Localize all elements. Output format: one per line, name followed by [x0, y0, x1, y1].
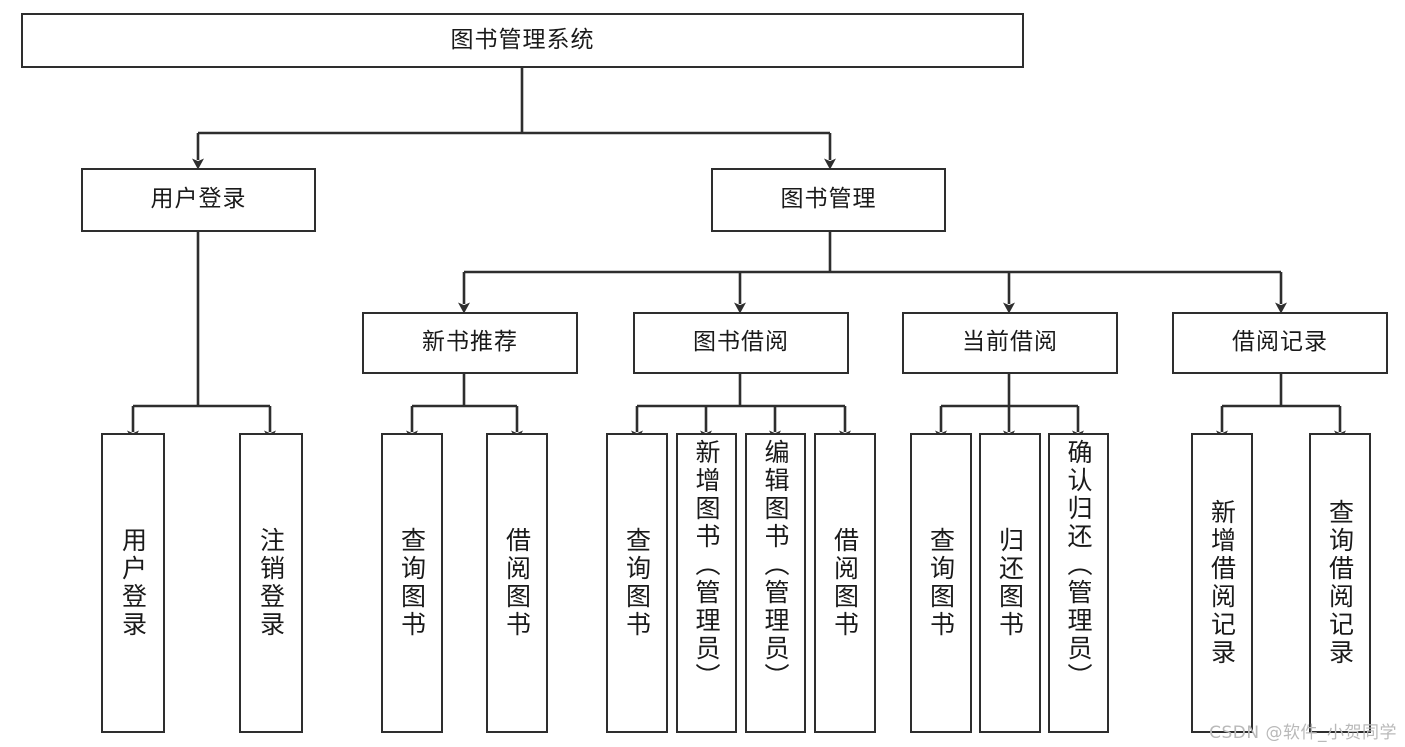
node-label: 新增借阅记录 [1207, 499, 1237, 667]
node-leaf-logout[interactable]: 注销登录 [239, 433, 303, 733]
node-book-management[interactable]: 图书管理 [711, 168, 946, 232]
node-label: 确认归还（管理员） [1064, 439, 1093, 691]
node-current-borrow[interactable]: 当前借阅 [902, 312, 1118, 374]
node-label: 新增图书（管理员） [692, 439, 721, 691]
node-label: 注销登录 [256, 527, 286, 639]
node-leaf-edit-book[interactable]: 编辑图书（管理员） [745, 433, 806, 733]
csdn-watermark: CSDN @软件_小贺同学 [1209, 723, 1397, 743]
node-label: 图书借阅 [693, 329, 789, 356]
node-leaf-query-book-3[interactable]: 查询图书 [910, 433, 972, 733]
node-leaf-add-record[interactable]: 新增借阅记录 [1191, 433, 1253, 733]
node-leaf-confirm-return[interactable]: 确认归还（管理员） [1048, 433, 1109, 733]
node-leaf-query-record[interactable]: 查询借阅记录 [1309, 433, 1371, 733]
node-borrow-record[interactable]: 借阅记录 [1172, 312, 1388, 374]
node-book-borrow[interactable]: 图书借阅 [633, 312, 849, 374]
node-label: 用户登录 [118, 527, 148, 639]
node-leaf-return-book[interactable]: 归还图书 [979, 433, 1041, 733]
node-label: 借阅记录 [1232, 329, 1328, 356]
node-label: 图书管理 [780, 186, 877, 213]
node-label: 归还图书 [995, 527, 1025, 639]
node-leaf-add-book[interactable]: 新增图书（管理员） [676, 433, 737, 733]
node-label: 当前借阅 [962, 329, 1058, 356]
node-leaf-query-book-2[interactable]: 查询图书 [606, 433, 668, 733]
node-label: 查询图书 [397, 527, 427, 639]
node-label: 图书管理系统 [450, 26, 595, 53]
node-label: 查询图书 [622, 527, 652, 639]
node-root-book-management-system[interactable]: 图书管理系统 [21, 13, 1024, 68]
node-label: 用户登录 [150, 186, 247, 213]
node-label: 新书推荐 [422, 329, 518, 356]
node-leaf-borrow-book-2[interactable]: 借阅图书 [814, 433, 876, 733]
node-leaf-query-book-1[interactable]: 查询图书 [381, 433, 443, 733]
node-label: 查询图书 [926, 527, 956, 639]
node-leaf-user-login[interactable]: 用户登录 [101, 433, 165, 733]
node-label: 查询借阅记录 [1325, 499, 1355, 667]
node-label: 编辑图书（管理员） [761, 439, 790, 691]
node-leaf-borrow-book-1[interactable]: 借阅图书 [486, 433, 548, 733]
node-new-book-recommend[interactable]: 新书推荐 [362, 312, 578, 374]
node-label: 借阅图书 [502, 527, 532, 639]
node-user-login[interactable]: 用户登录 [81, 168, 316, 232]
node-label: 借阅图书 [830, 527, 860, 639]
